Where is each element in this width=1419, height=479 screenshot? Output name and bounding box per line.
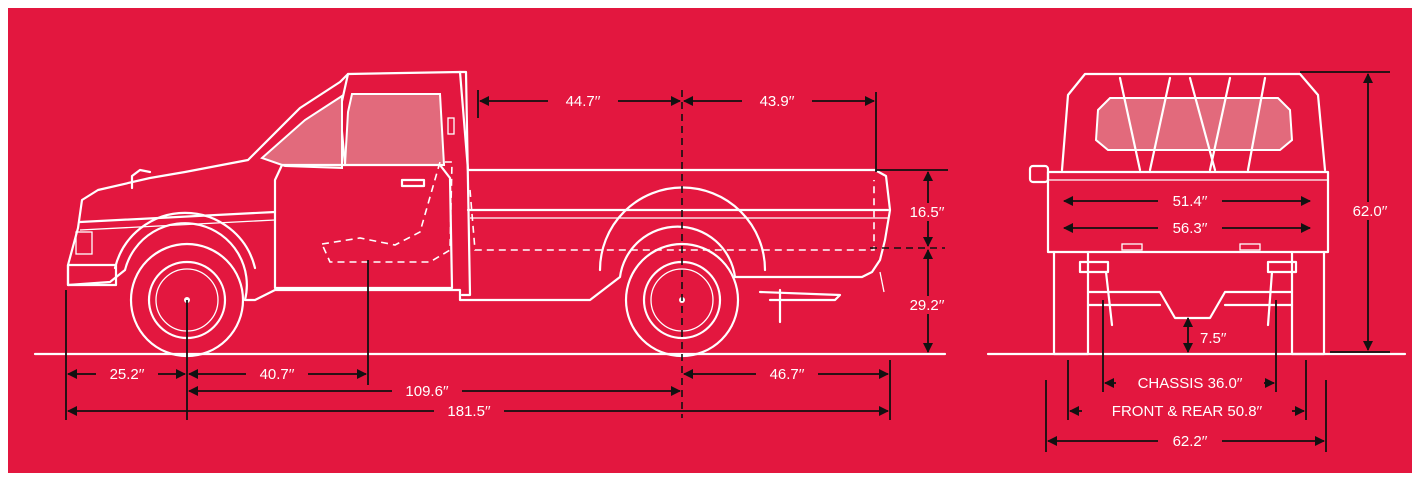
truck-rear-view — [986, 72, 1407, 356]
tail-lamp-right — [1239, 243, 1261, 251]
tail-lamp-left — [1121, 243, 1143, 251]
mirror — [130, 168, 152, 190]
seat-outline — [320, 161, 453, 263]
side-dimensions: 44.7′′ 43.9′′ 16.5′′ 29.2′′ 25.2′′ 40.7′… — [65, 90, 956, 420]
hood-crease-line — [78, 210, 277, 224]
headache-rack — [1118, 76, 1267, 172]
truck-body-outline — [66, 70, 892, 302]
dim-axle-to-bed-end-label: 43.9′′ — [760, 93, 795, 110]
spring-right — [1266, 260, 1298, 274]
truck-side-view — [33, 70, 947, 358]
tailgate-stay — [879, 271, 885, 293]
rear-dimensions: 51.4′′ 56.3′′ 62.0′′ 7.5′′ CHASSIS 36.0′… — [1045, 71, 1400, 452]
dim-bed-inner-width-label: 51.4′′ — [1173, 193, 1208, 210]
dim-bed-height-label: 29.2′′ — [910, 297, 945, 314]
front-arch — [113, 211, 257, 270]
front-bumper — [66, 263, 118, 287]
dim-axle-to-seat-label: 40.7′′ — [260, 366, 295, 383]
side-marker — [447, 117, 455, 135]
bed-rear-box — [1046, 170, 1330, 254]
door-handle — [400, 178, 426, 188]
dim-rear-overhang-label: 46.7′′ — [770, 366, 805, 383]
hood-crease-line-2 — [79, 219, 276, 231]
dim-bed-depth-label: 16.5′′ — [910, 204, 945, 221]
rear-cab-post — [458, 70, 472, 297]
door-window-glass — [343, 93, 446, 166]
dim-overall-height-label: 62.0′′ — [1353, 203, 1388, 220]
dim-chassis-width-label: CHASSIS 36.0′′ — [1138, 375, 1243, 392]
bed-floor-outline — [469, 180, 875, 251]
dim-overall-width-label: 62.2′′ — [1173, 433, 1208, 450]
dim-wheelbase-label: 109.6′′ — [405, 383, 448, 400]
dim-bed-outer-width-label: 56.3′′ — [1173, 220, 1208, 237]
dim-cab-to-axle-label: 44.7′′ — [566, 93, 601, 110]
door-outline — [273, 163, 454, 290]
rear-mirror — [1028, 164, 1050, 184]
dim-tread-label: FRONT & REAR 50.8′′ — [1112, 403, 1263, 420]
rear-tire-right — [1290, 250, 1326, 356]
spring-left — [1078, 260, 1110, 274]
rear-window-glass — [1094, 97, 1294, 151]
dim-ground-clearance-label: 7.5′′ — [1200, 330, 1227, 347]
rear-hitch — [758, 290, 842, 302]
shock-absorbers — [1104, 270, 1274, 327]
dim-front-overhang-label: 25.2′′ — [110, 366, 145, 383]
cab-rear-outline — [1060, 72, 1327, 172]
headlamp — [75, 231, 93, 255]
rear-tire-left — [1052, 250, 1090, 356]
dim-overall-length-label: 181.5′′ — [447, 403, 490, 420]
